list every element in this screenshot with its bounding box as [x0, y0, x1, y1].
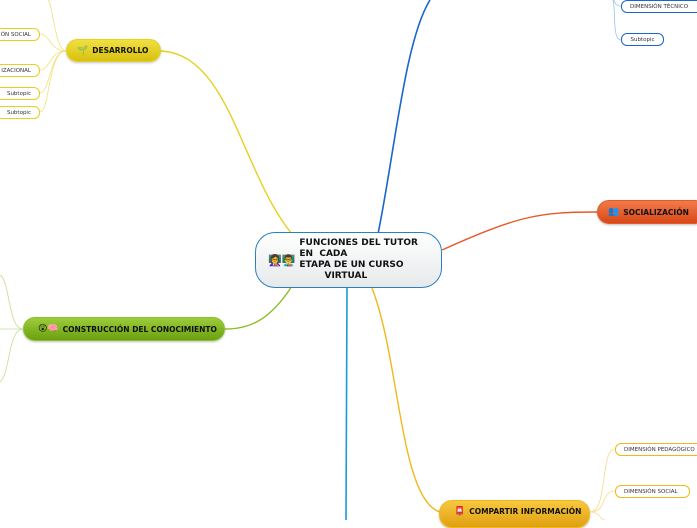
subtopic-label: Subtopic	[630, 36, 655, 43]
subtopic[interactable]: IZACIONAL	[0, 64, 40, 77]
teachers-icon: 👩‍🏫👨‍🏫	[268, 253, 296, 267]
topic-compartir[interactable]: 📮 COMPARTIR INFORMACIÓN	[439, 500, 590, 528]
topic-construccion[interactable]: 😲🧠 CONSTRUCCIÓN DEL CONOCIMIENTO	[23, 317, 225, 341]
mailbox-icon: 📮	[454, 507, 466, 517]
topic-desarrollo[interactable]: 🌱 DESARROLLO	[66, 39, 161, 62]
brain-icon: 😲🧠	[38, 324, 59, 334]
central-topic-title: FUNCIONES DEL TUTOR EN CADA ETAPA DE UN …	[299, 238, 418, 281]
subtopic[interactable]: ÓN SOCIAL	[0, 28, 40, 41]
subtopic[interactable]: DIMENSIÓN PEDAGÓGICO	[615, 443, 697, 456]
subtopic-label: DIMENSIÓN SOCIAL	[624, 488, 678, 495]
subtopic-label: DIMENSIÓN TÉCNICO	[630, 3, 689, 10]
subtopic[interactable]: DIMENSIÓN SOCIAL	[615, 485, 690, 498]
people-icon: 👥	[608, 207, 620, 217]
subtopic[interactable]: Subtopic	[621, 33, 664, 46]
subtopic[interactable]: DIMENSIÓN TÉCNICO	[621, 0, 697, 13]
topic-label: COMPARTIR INFORMACIÓN	[469, 507, 582, 516]
topic-label: DESARROLLO	[92, 46, 149, 55]
subtopic-label: DIMENSIÓN PEDAGÓGICO	[624, 446, 695, 453]
topic-socializacion[interactable]: 👥 SOCIALIZACIÓN	[597, 200, 697, 224]
subtopic-label: IZACIONAL	[1, 67, 31, 74]
topic-label: SOCIALIZACIÓN	[623, 207, 689, 217]
subtopic-label: Subtopic	[6, 90, 31, 97]
subtopic-label: ÓN SOCIAL	[0, 31, 31, 38]
topic-label: CONSTRUCCIÓN DEL CONOCIMIENTO	[62, 324, 217, 334]
subtopic[interactable]: Subtopic	[0, 106, 40, 119]
central-topic[interactable]: 👩‍🏫👨‍🏫 FUNCIONES DEL TUTOR EN CADA ETAPA…	[255, 232, 442, 288]
subtopic[interactable]: Subtopic	[0, 87, 40, 100]
subtopic-label: Subtopic	[6, 109, 31, 116]
seedling-icon: 🌱	[77, 45, 89, 56]
